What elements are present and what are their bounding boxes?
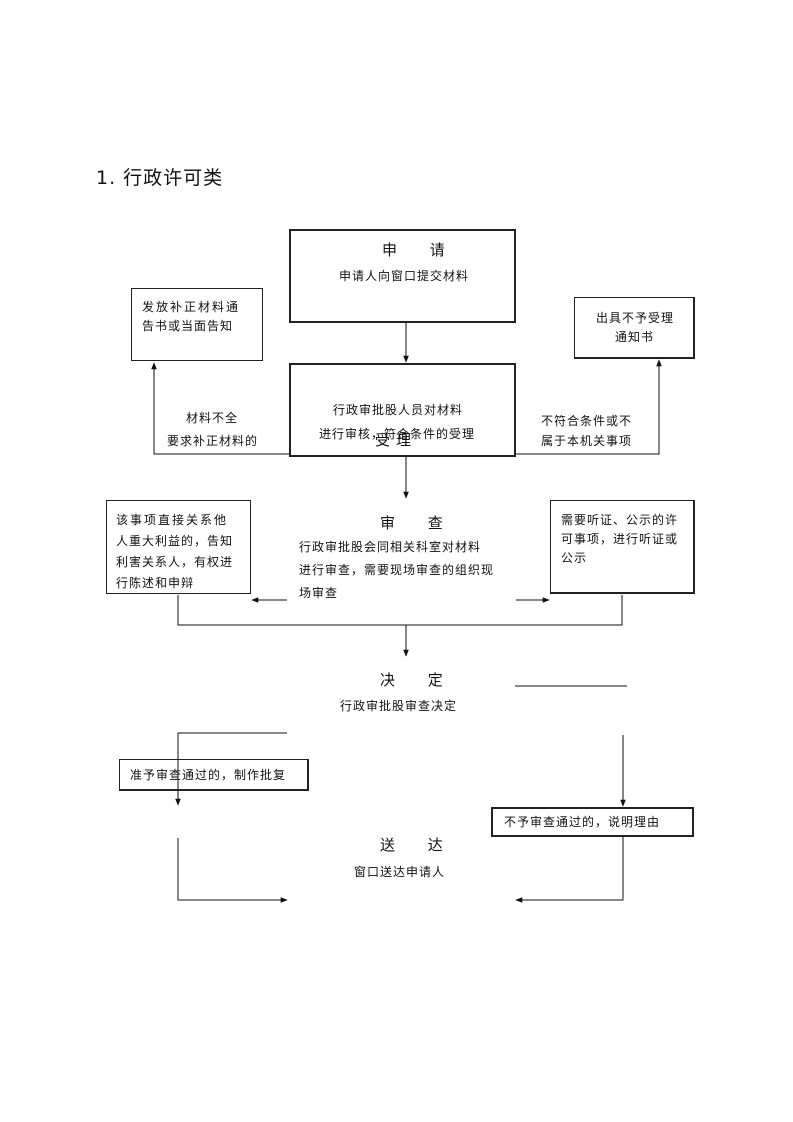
section-heading: 1. 行政许可类 (96, 167, 224, 189)
stakeholder-line-1: 该事项直接关系他 (116, 513, 229, 527)
left-branch-label-1: 材料不全 (186, 411, 239, 425)
review-desc-line-1: 行政审批股会同相关科室对材料 (299, 540, 482, 554)
reject-box (491, 807, 694, 837)
hearing-line-2: 可事项，进行听证或 (561, 532, 679, 546)
reject-text: 不予审查通过的，说明理由 (504, 815, 661, 829)
supplement-notice-line-1: 发放补正材料通 (142, 300, 241, 314)
supplement-notice-line-2: 告书或当面告知 (142, 319, 234, 333)
arrow-to-right-notice (516, 359, 662, 455)
hearing-box (550, 500, 695, 594)
stakeholder-line-4: 行陈述和申辩 (116, 576, 195, 590)
rejection-notice-line-2: 通知书 (615, 330, 655, 344)
right-branch-label-1: 不符合条件或不 (541, 414, 633, 428)
accept-box (289, 363, 516, 457)
accept-desc-line-1: 行政审批股人员对材料 (333, 403, 464, 417)
hearing-line-1: 需要听证、公示的许 (561, 513, 679, 527)
approve-box (119, 759, 309, 791)
review-merge-right (406, 595, 623, 626)
arrow-approve-branch (175, 732, 287, 806)
delivery-title: 送 达 (380, 836, 457, 854)
apply-title: 申 请 (382, 241, 459, 259)
stakeholder-line-2: 人重大利益的，告知 (116, 534, 234, 548)
arrow-to-left-notice (151, 362, 289, 455)
left-branch-label-2: 要求补正材料的 (167, 434, 259, 448)
arrow-approve-to-delivery (177, 838, 288, 903)
decision-title: 决 定 (380, 671, 457, 689)
review-title: 审 查 (380, 514, 457, 532)
rejection-notice-box (574, 297, 695, 359)
review-merge-left (177, 595, 406, 626)
accept-desc-line-2: 进行审核，符合条件的受理 (319, 427, 476, 441)
review-desc-line-3: 场审查 (299, 586, 339, 600)
review-desc-line-2: 进行审查，需要现场审查的组织现 (299, 563, 495, 577)
rejection-notice-line-1: 出具不予受理 (596, 311, 675, 325)
hearing-line-3: 公示 (561, 551, 588, 565)
delivery-desc: 窗口送达申请人 (354, 865, 446, 879)
approve-text: 准予审查通过的，制作批复 (130, 768, 287, 782)
stakeholder-notice-box (106, 500, 251, 594)
apply-box (289, 229, 516, 323)
apply-desc: 申请人向窗口提交材料 (339, 269, 470, 283)
arrow-reject-to-delivery (515, 836, 624, 903)
accept-overlay-title: 受理 (375, 431, 418, 449)
supplement-notice-box (131, 288, 263, 361)
decision-desc: 行政审批股审查决定 (340, 699, 458, 713)
right-branch-label-2: 属于本机关事项 (541, 434, 633, 448)
stakeholder-line-3: 利害关系人，有权进 (116, 555, 234, 569)
